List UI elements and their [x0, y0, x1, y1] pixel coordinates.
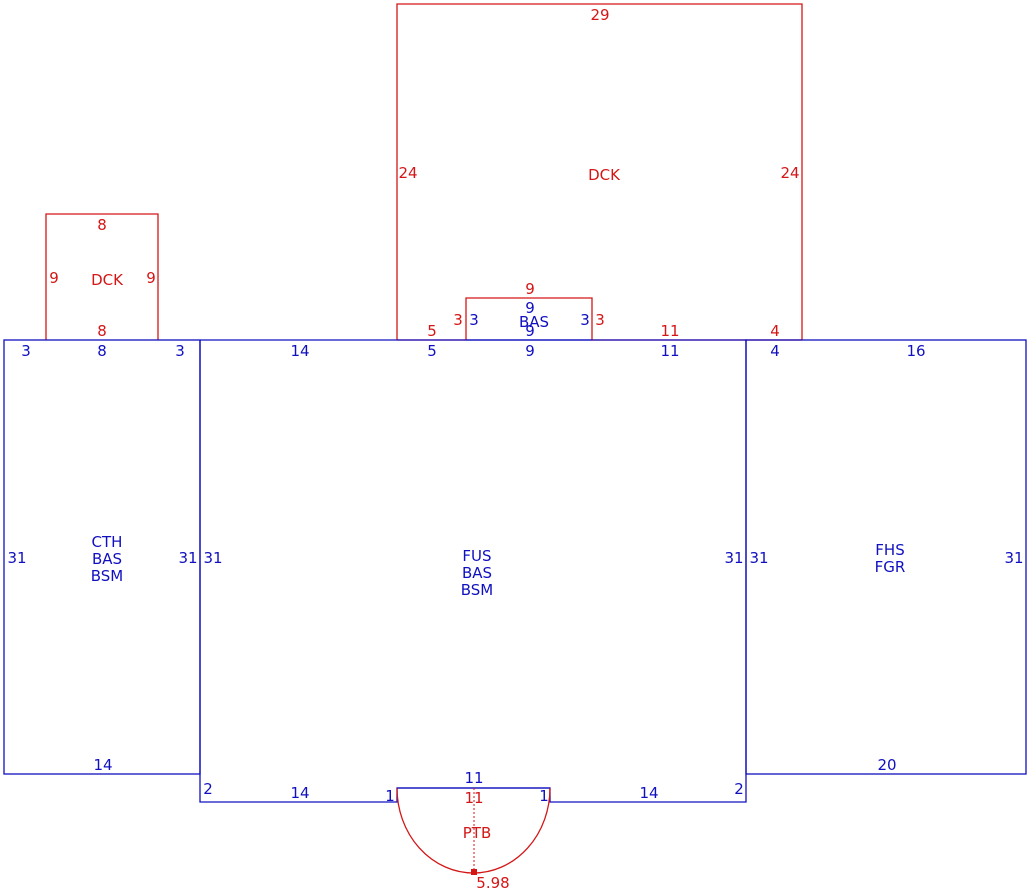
- deck-large-code: DCK: [588, 166, 621, 184]
- deck-large-dim-bottom-right: 11: [660, 322, 679, 340]
- deck-small-dim-left: 9: [49, 269, 59, 287]
- deck-small-dim-top: 8: [97, 216, 107, 234]
- deck-large-dim-bump-top: 9: [525, 280, 535, 298]
- porch-dim-radius: 5.98: [476, 874, 509, 890]
- right-wing-dim-top-b: 16: [906, 342, 925, 360]
- porch-center-marker: [471, 869, 477, 875]
- bump-out-dim-left: 3: [469, 311, 479, 329]
- bump-out-code: BAS: [519, 313, 549, 331]
- main-code-1: FUS: [462, 547, 491, 565]
- main-dim-step-left: 2: [203, 780, 213, 798]
- main-dim-porch-top: 11: [464, 769, 483, 787]
- right-wing-dim-bottom: 20: [877, 756, 896, 774]
- main-dim-porch-left: 1: [385, 787, 395, 805]
- main-code-2: BAS: [462, 564, 492, 582]
- right-wing-dim-left: 31: [749, 549, 768, 567]
- main-code-3: BSM: [461, 581, 494, 599]
- deck-large-dim-bump-left: 3: [453, 311, 463, 329]
- main-dim-right: 31: [724, 549, 743, 567]
- main-dim-bottom-right: 14: [639, 784, 658, 802]
- deck-large-outline: [396, 3, 803, 340]
- bump-out-outline: [465, 297, 593, 340]
- left-wing-dim-left: 31: [7, 549, 26, 567]
- main-dim-top-d: 11: [660, 342, 679, 360]
- deck-large-dim-right: 24: [780, 164, 799, 182]
- deck-large-dim-left: 24: [398, 164, 417, 182]
- right-wing-dim-top-a: 4: [770, 342, 780, 360]
- deck-large-dim-bump-right: 3: [595, 311, 605, 329]
- left-wing-dim-top-right: 3: [175, 342, 185, 360]
- left-wing-dim-top-left: 3: [21, 342, 31, 360]
- right-wing-code-1: FHS: [875, 541, 904, 559]
- left-wing-dim-right: 31: [178, 549, 197, 567]
- main-dim-step-right: 2: [734, 780, 744, 798]
- main-dim-top-b: 5: [427, 342, 437, 360]
- deck-large-dim-bottom-far: 4: [770, 322, 780, 340]
- porch-code: PTB: [463, 824, 492, 842]
- main-dim-porch-right: 1: [539, 787, 549, 805]
- deck-small-dim-bottom: 8: [97, 322, 107, 340]
- left-wing-code-1: CTH: [92, 533, 123, 551]
- left-wing-dim-top-mid: 8: [97, 342, 107, 360]
- deck-small-dim-right: 9: [146, 269, 156, 287]
- deck-large-dim-top: 29: [590, 6, 609, 24]
- main-dim-left: 31: [203, 549, 222, 567]
- deck-small-code: DCK: [91, 271, 124, 289]
- main-dim-bottom-left: 14: [290, 784, 309, 802]
- deck-large-dim-bottom-left: 5: [427, 322, 437, 340]
- right-wing-dim-right: 31: [1004, 549, 1023, 567]
- bump-out-dim-top: 9: [525, 299, 535, 317]
- porch-dim-chord: 11: [464, 789, 483, 807]
- left-wing-code-2: BAS: [92, 550, 122, 568]
- left-wing-dim-bottom: 14: [93, 756, 112, 774]
- main-dim-top-c: 9: [525, 342, 535, 360]
- right-wing-code-2: FGR: [875, 558, 906, 576]
- left-wing-code-3: BSM: [91, 567, 124, 585]
- main-dim-top-a: 14: [290, 342, 309, 360]
- bump-out-dim-right: 3: [580, 311, 590, 329]
- bump-out-dim-bottom: 9: [525, 322, 535, 340]
- deck-small-outline: [45, 213, 159, 340]
